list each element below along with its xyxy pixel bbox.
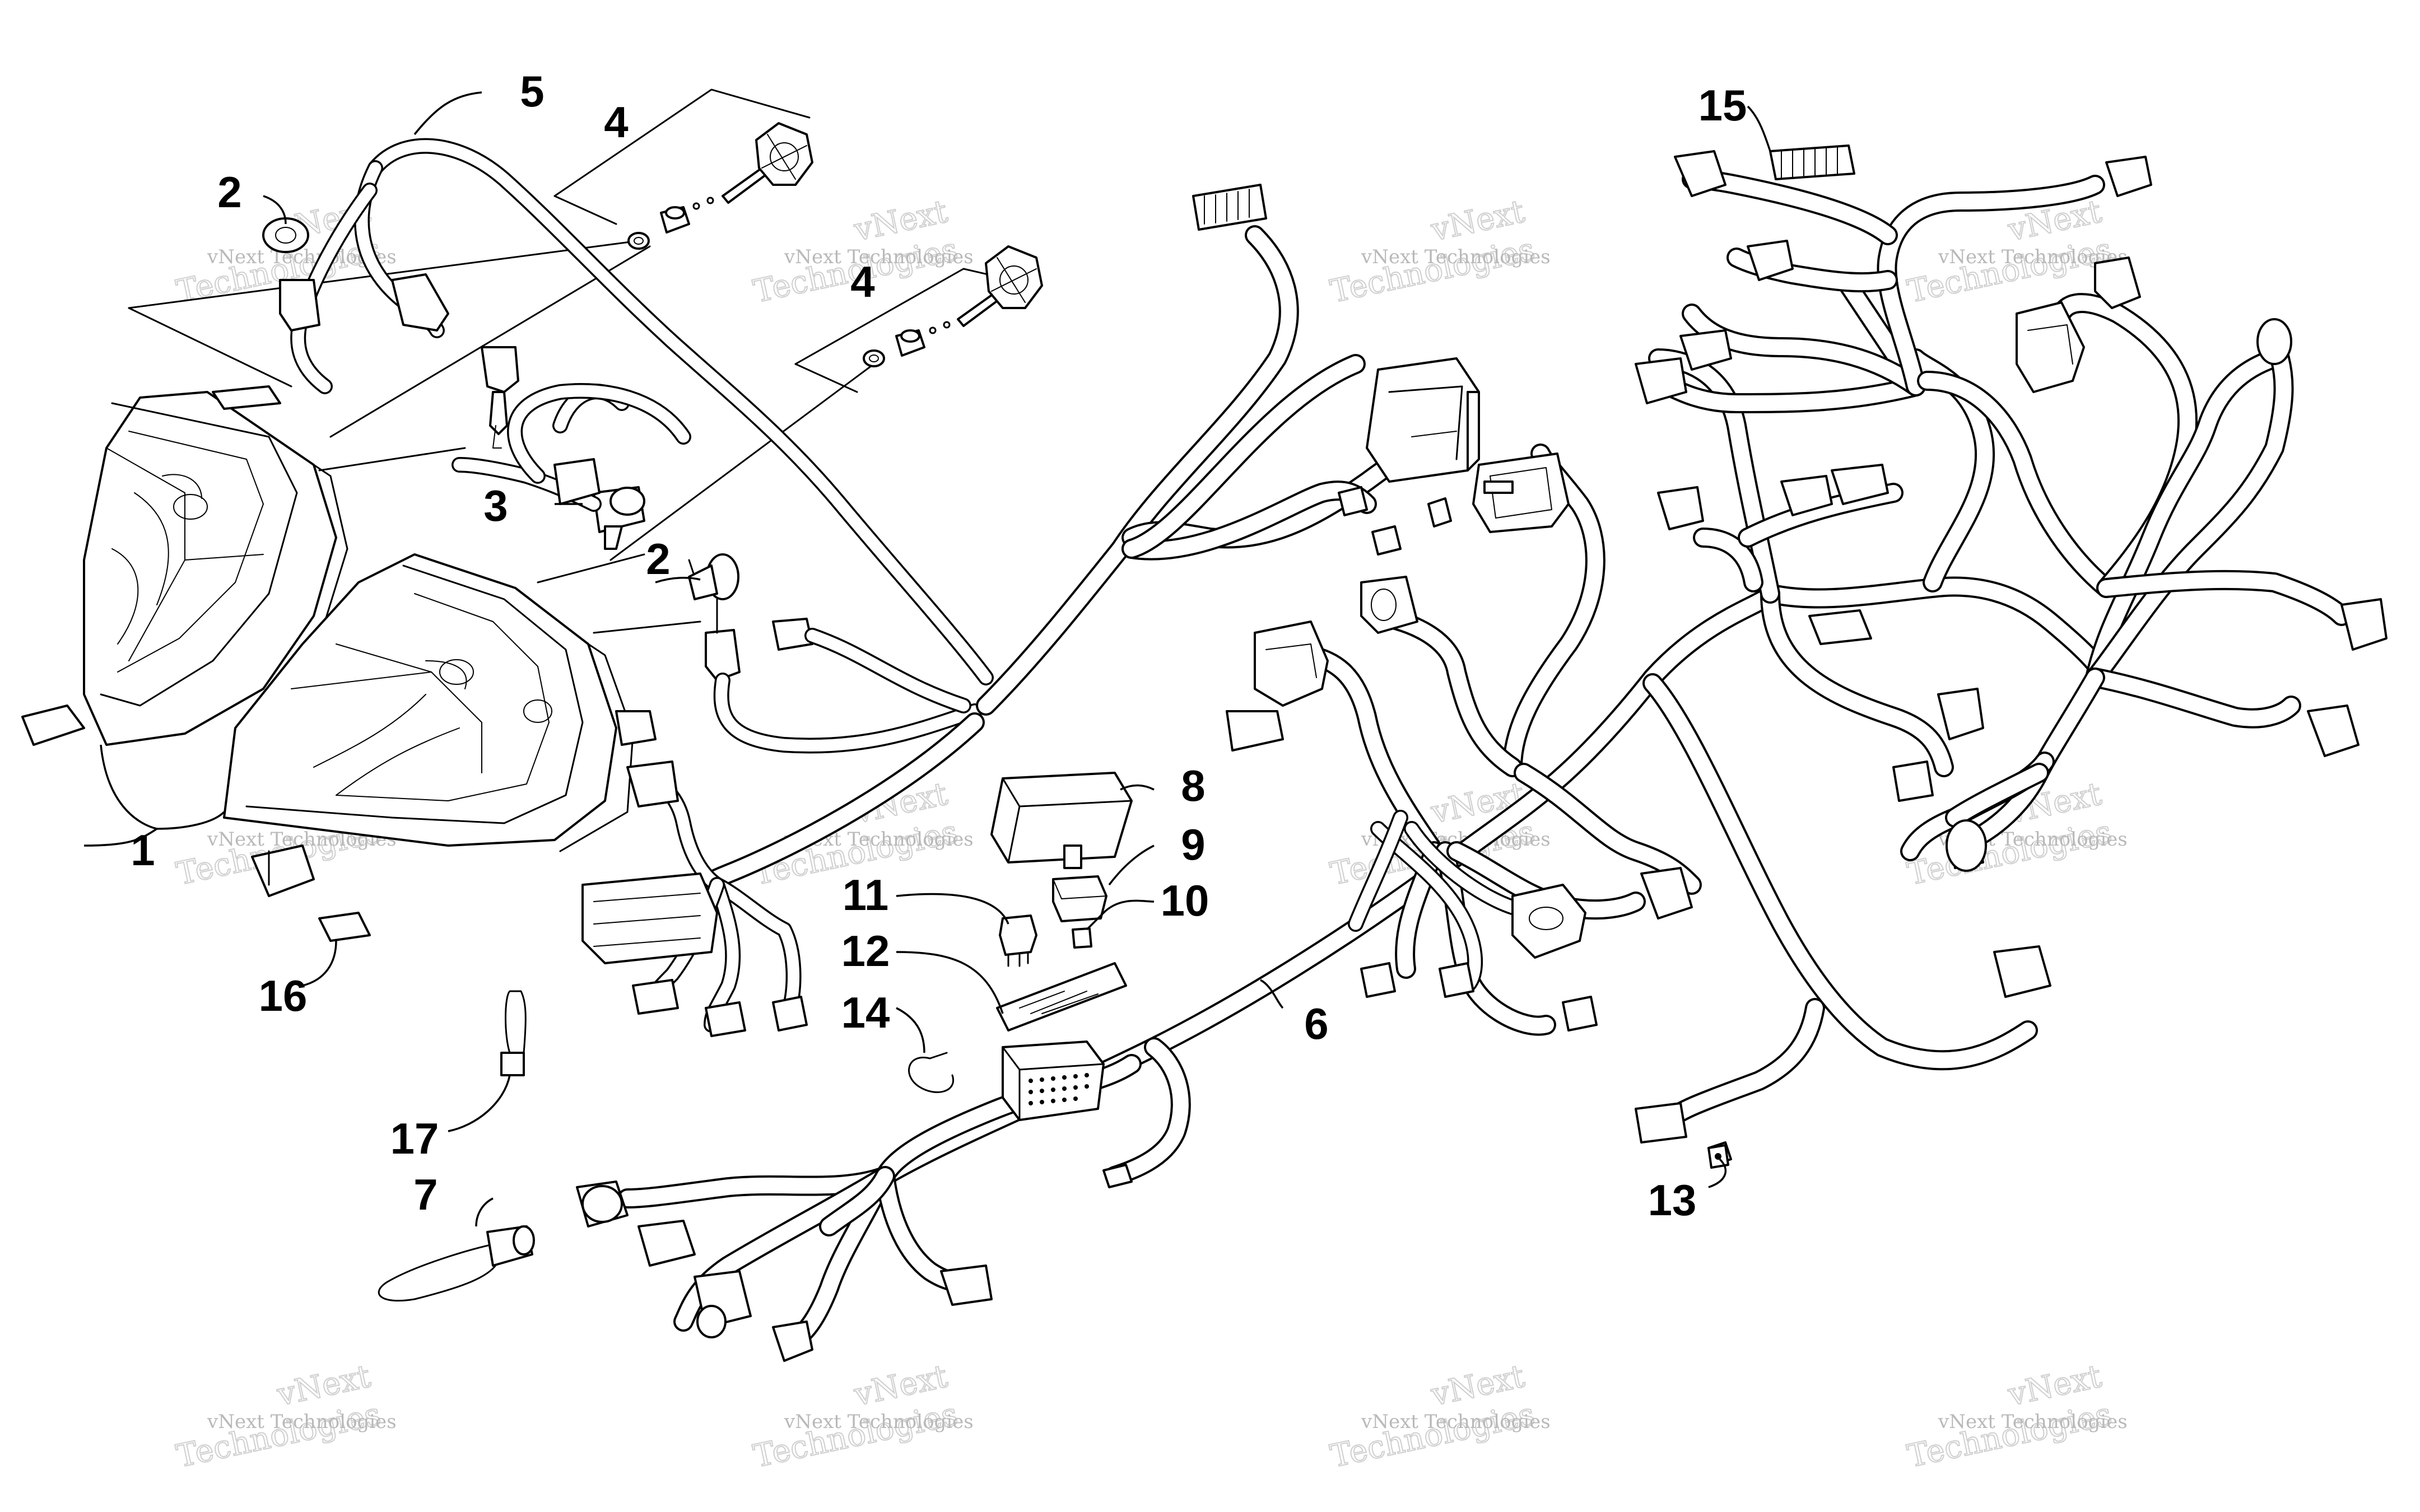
callout-17: 17 bbox=[390, 1114, 439, 1163]
watermark-technologies: Technologies bbox=[750, 1396, 961, 1475]
watermark-text: vNext Technologies bbox=[784, 1411, 974, 1433]
coiled-conduit bbox=[1769, 144, 1855, 180]
watermark-text: vNext Technologies bbox=[1938, 1411, 2128, 1433]
fuse-panel-decal bbox=[996, 962, 1127, 1032]
watermark: vNext Technologies vNext Technologies bbox=[173, 1357, 397, 1476]
watermark-text: vNext Technologies bbox=[207, 1411, 397, 1433]
callout-5: 5 bbox=[520, 67, 544, 116]
ground-terminal bbox=[1707, 1144, 1729, 1169]
lamp-socket bbox=[688, 553, 983, 754]
bulb bbox=[452, 383, 691, 550]
adjuster-lower bbox=[794, 245, 1043, 393]
callout-2-upper: 2 bbox=[217, 167, 241, 217]
watermark-technologies: Technologies bbox=[1327, 1396, 1538, 1475]
callout-7: 7 bbox=[413, 1170, 438, 1219]
connector-bottom-left bbox=[576, 1164, 1133, 1362]
retaining-clip bbox=[908, 1052, 955, 1093]
headlight-right bbox=[223, 553, 657, 897]
watermark: vNext Technologies vNext Technologies bbox=[1327, 193, 1551, 311]
callout-16: 16 bbox=[259, 971, 308, 1020]
callout-14: 14 bbox=[841, 988, 890, 1037]
watermark-text: vNext Technologies bbox=[784, 246, 974, 268]
callout-4-upper: 4 bbox=[604, 97, 628, 147]
connector-center-left bbox=[1226, 576, 1418, 752]
callout-8: 8 bbox=[1181, 761, 1205, 810]
watermark: vNext Technologies vNext Technologies bbox=[750, 1357, 974, 1476]
connector-top-center bbox=[1192, 184, 1267, 231]
connector-small-pair-a bbox=[1338, 486, 1452, 556]
mount-pad bbox=[318, 912, 371, 942]
fuse-box-cover bbox=[990, 772, 1133, 869]
headlight-sub-harness bbox=[262, 138, 994, 685]
callout-1: 1 bbox=[131, 825, 155, 875]
callout-10: 10 bbox=[1161, 876, 1209, 925]
callout-3: 3 bbox=[483, 481, 508, 530]
callout-13: 13 bbox=[1648, 1175, 1697, 1225]
connector-large-top bbox=[1366, 357, 1480, 483]
adjuster-upper bbox=[553, 88, 813, 250]
callout-12: 12 bbox=[841, 926, 890, 976]
callout-6: 6 bbox=[1304, 999, 1328, 1048]
watermark-technologies: Technologies bbox=[1327, 231, 1538, 310]
fuse-small bbox=[1072, 927, 1092, 949]
watermark: vNext Technologies vNext Technologies bbox=[1904, 1357, 2128, 1476]
callout-9: 9 bbox=[1181, 820, 1205, 869]
callout-group: 1 2 2 3 4 4 5 6 7 8 9 10 11 12 14 13 15 … bbox=[131, 67, 1747, 1225]
fuse-holder bbox=[378, 1225, 535, 1302]
headlight-left bbox=[21, 385, 348, 746]
callout-11: 11 bbox=[843, 870, 888, 920]
fuse-block bbox=[1002, 1040, 1105, 1121]
cable-tie bbox=[500, 990, 527, 1076]
callout-4-lower: 4 bbox=[850, 257, 874, 306]
relay-small bbox=[999, 914, 1037, 967]
leader-lines bbox=[83, 91, 1771, 1227]
callout-15: 15 bbox=[1698, 81, 1747, 130]
watermark: vNext Technologies vNext Technologies bbox=[1327, 1357, 1551, 1476]
connector-right-cluster bbox=[1635, 150, 2388, 1166]
connector-left-block bbox=[581, 760, 808, 1037]
watermark-technologies: Technologies bbox=[173, 1396, 384, 1475]
main-harness bbox=[617, 169, 2352, 1348]
watermark-text: vNext Technologies bbox=[1361, 1411, 1551, 1433]
connector-16 bbox=[1472, 452, 1570, 533]
callout-2-lower: 2 bbox=[646, 534, 670, 584]
fuse-block-holes bbox=[1028, 1073, 1089, 1105]
watermark-text: vNext Technologies bbox=[1361, 246, 1551, 268]
connector-mid-right bbox=[1360, 867, 1693, 1032]
relay-large bbox=[1052, 875, 1107, 922]
watermark-technologies: Technologies bbox=[1904, 1396, 2115, 1475]
